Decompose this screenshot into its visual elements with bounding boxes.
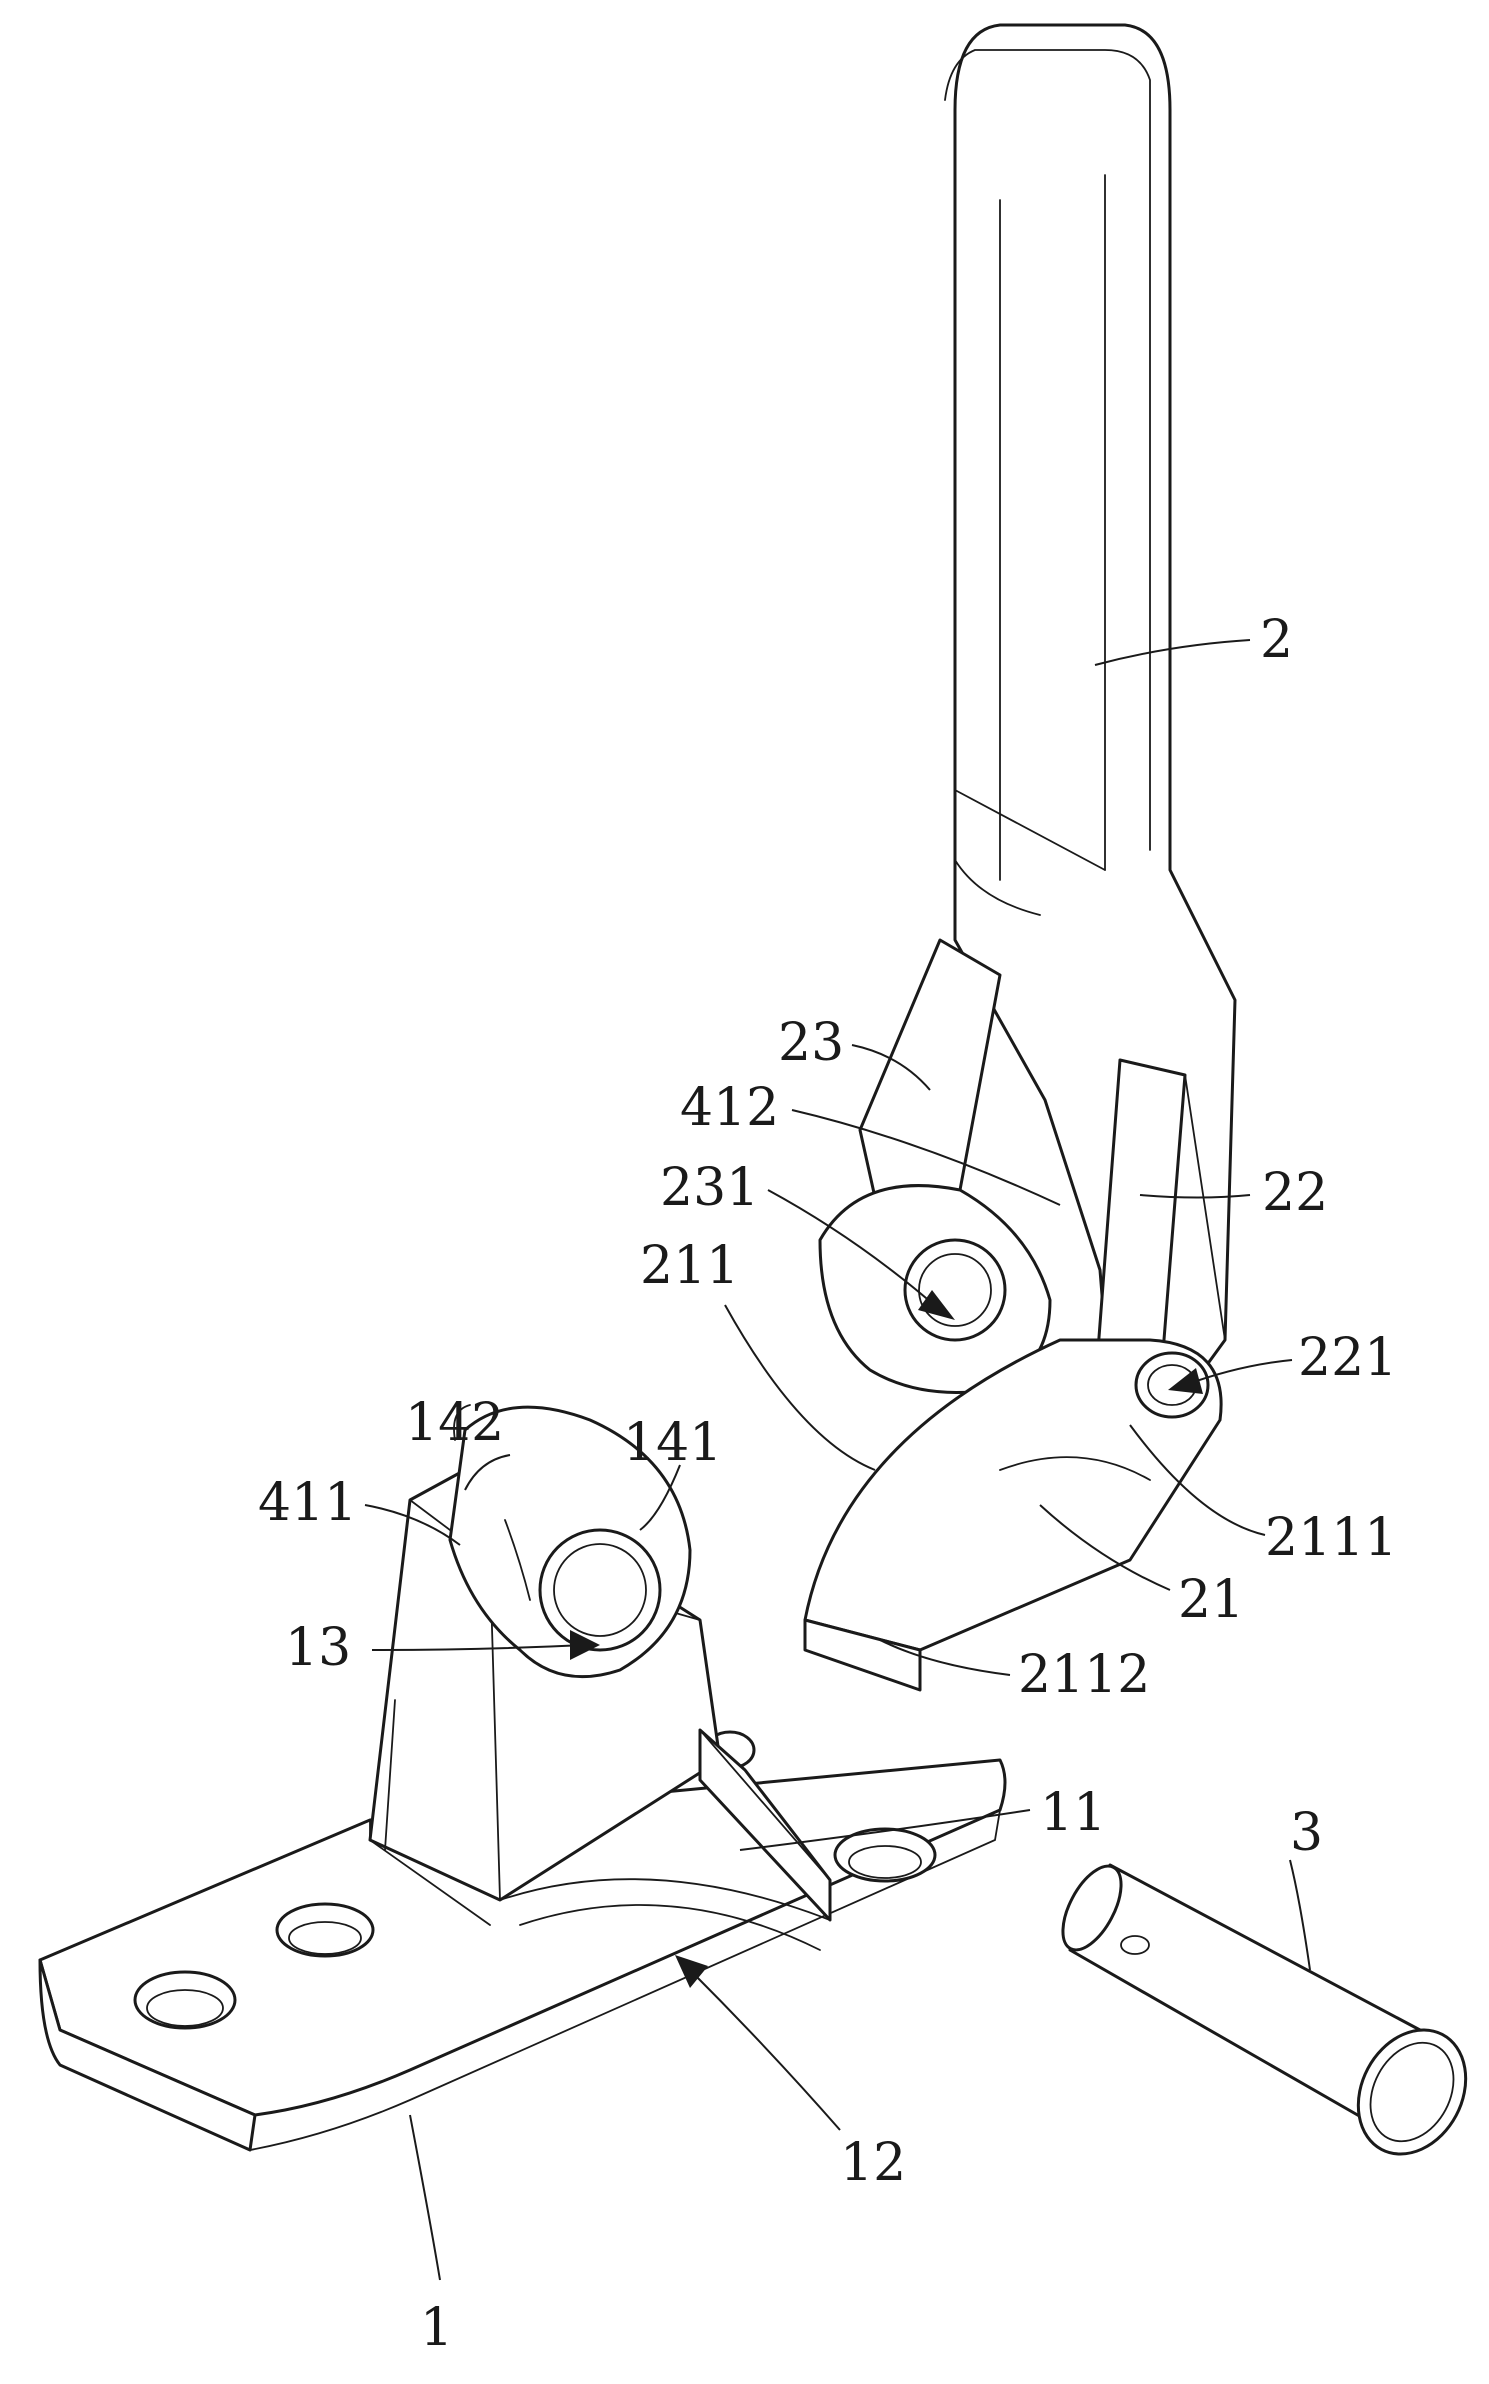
label-cam-body: 21 <box>1178 1570 1244 1630</box>
label-contact-411: 411 <box>258 1473 357 1533</box>
label-cam-tip: 2112 <box>1018 1645 1150 1705</box>
label-pin: 3 <box>1290 1803 1323 1863</box>
leader-1 <box>410 2115 440 2280</box>
label-side-plate: 22 <box>1262 1163 1328 1223</box>
label-rib: 11 <box>1040 1783 1106 1843</box>
lever <box>805 25 1235 1690</box>
leader-12 <box>690 1970 840 2130</box>
label-contact-141: 141 <box>623 1413 722 1473</box>
label-lever: 2 <box>1260 610 1293 670</box>
label-contact-142: 142 <box>405 1393 504 1453</box>
label-handle-base-section: 23 <box>778 1013 844 1073</box>
label-base-plate: 1 <box>420 2298 453 2358</box>
labels: 2 23 412 22 231 211 221 2111 21 2112 142… <box>258 610 1397 2358</box>
label-hole-221: 221 <box>1298 1328 1397 1388</box>
label-pivot-bore-231: 231 <box>660 1158 759 1218</box>
pin <box>1051 1857 1487 2173</box>
label-cam-211: 211 <box>640 1236 739 1296</box>
label-pivot-bore-13: 13 <box>285 1618 351 1678</box>
label-cam-contact-2111: 2111 <box>1265 1508 1397 1568</box>
leader-3 <box>1290 1860 1310 1970</box>
label-contact-412: 412 <box>680 1078 779 1138</box>
label-groove: 12 <box>840 2133 906 2193</box>
